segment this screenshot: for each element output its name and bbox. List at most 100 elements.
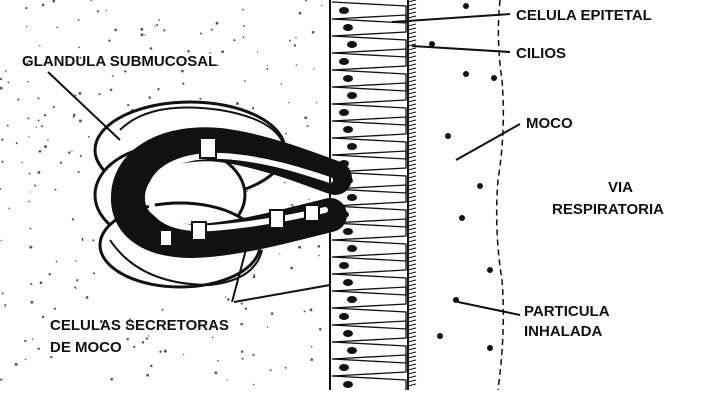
cilium xyxy=(408,236,416,238)
cilium xyxy=(408,252,416,254)
stipple-dot xyxy=(55,189,57,191)
stipple-dot xyxy=(7,125,9,127)
stipple-dot xyxy=(56,27,58,29)
cilium xyxy=(408,344,416,346)
stipple-dot xyxy=(90,0,92,1)
label-celula-epitetal: CELULA EPITETAL xyxy=(516,7,652,24)
stipple-dot xyxy=(266,68,268,70)
stipple-dot xyxy=(56,261,58,263)
cilium xyxy=(408,300,416,302)
stipple-dot xyxy=(42,316,44,318)
stipple-dot xyxy=(284,182,286,184)
cell-nucleus xyxy=(347,296,357,303)
stipple-dot xyxy=(52,0,55,3)
cilium xyxy=(408,180,416,182)
stipple-dot xyxy=(155,25,156,26)
cilium xyxy=(408,224,416,226)
stipple-dot xyxy=(79,119,82,122)
cilium xyxy=(408,360,416,362)
mucus-boundary xyxy=(497,0,504,390)
cilium xyxy=(408,284,416,286)
cilium xyxy=(408,76,416,78)
epithelial-cell xyxy=(332,287,406,308)
cilium xyxy=(408,52,416,54)
stipple-dot xyxy=(316,102,317,103)
stipple-dot xyxy=(217,65,219,67)
stipple-dot xyxy=(78,171,80,173)
cilium xyxy=(408,192,416,194)
stipple-dot xyxy=(0,87,3,90)
stipple-dot xyxy=(124,70,126,72)
epithelial-cell xyxy=(332,36,406,57)
epithelial-cell xyxy=(332,15,406,36)
secretory-cell xyxy=(192,222,206,240)
cilium xyxy=(408,104,416,106)
cilium xyxy=(408,320,416,322)
stipple-dot xyxy=(156,24,158,26)
stipple-dot xyxy=(36,127,37,128)
cilium xyxy=(408,316,416,318)
leader-cilios xyxy=(412,46,510,52)
cilium xyxy=(408,108,416,110)
epithelial-cell xyxy=(332,342,406,363)
stipple-dot xyxy=(44,114,46,116)
stipple-dot xyxy=(25,359,27,361)
stipple-dot xyxy=(290,267,293,270)
stipple-dot xyxy=(159,350,161,352)
stipple-dot xyxy=(81,238,83,240)
cilium xyxy=(408,380,416,382)
cilium xyxy=(408,68,416,70)
stipple-dot xyxy=(253,275,256,278)
cilium xyxy=(408,264,416,266)
stipple-dot xyxy=(44,145,47,148)
stipple-dot xyxy=(8,82,10,84)
stipple-dot xyxy=(242,9,244,11)
cilium xyxy=(408,220,416,222)
stipple-dot xyxy=(29,246,32,249)
cilium xyxy=(408,140,416,142)
stipple-dot xyxy=(27,117,29,119)
stipple-dot xyxy=(236,102,239,105)
cilium xyxy=(408,184,416,186)
stipple-dot xyxy=(308,199,309,200)
stipple-dot xyxy=(76,279,78,281)
cilium xyxy=(408,288,416,290)
stipple-dot xyxy=(60,162,62,164)
cilium xyxy=(408,128,416,130)
cilium xyxy=(408,100,416,102)
stipple-dot xyxy=(318,255,319,256)
stipple-dot xyxy=(39,150,42,153)
cell-nucleus xyxy=(339,211,349,218)
stipple-dot xyxy=(200,33,202,35)
epithelial-cell xyxy=(332,321,406,342)
epithelial-cell xyxy=(332,240,406,261)
cilium xyxy=(408,56,416,58)
stipple-dot xyxy=(183,354,184,355)
stipple-dot xyxy=(54,308,56,310)
stipple-dot xyxy=(311,346,313,348)
cilium xyxy=(408,40,416,42)
cilium xyxy=(408,96,416,98)
stipple-dot xyxy=(317,245,320,248)
stipple-dot xyxy=(0,78,2,80)
stipple-dot xyxy=(126,338,129,341)
stipple-dot xyxy=(30,301,33,304)
label-de-moco: DE MOCO xyxy=(50,339,122,356)
stipple-dot xyxy=(38,348,40,350)
stipple-dot xyxy=(106,10,107,11)
cilium xyxy=(408,112,416,114)
stipple-dot xyxy=(157,88,159,90)
stipple-dot xyxy=(244,80,246,82)
stipple-dot xyxy=(2,292,4,294)
stipple-dot xyxy=(288,102,289,103)
cilium xyxy=(408,60,416,62)
leader-particula xyxy=(458,302,520,315)
epithelial-cell xyxy=(332,138,406,159)
cell-nucleus xyxy=(339,313,349,320)
cell-nucleus xyxy=(343,381,353,388)
stipple-dot xyxy=(254,274,256,276)
stipple-dot xyxy=(144,34,145,35)
cell-nucleus xyxy=(339,160,349,167)
label-respiratoria: RESPIRATORIA xyxy=(552,201,664,218)
leader-glandula xyxy=(48,72,120,140)
